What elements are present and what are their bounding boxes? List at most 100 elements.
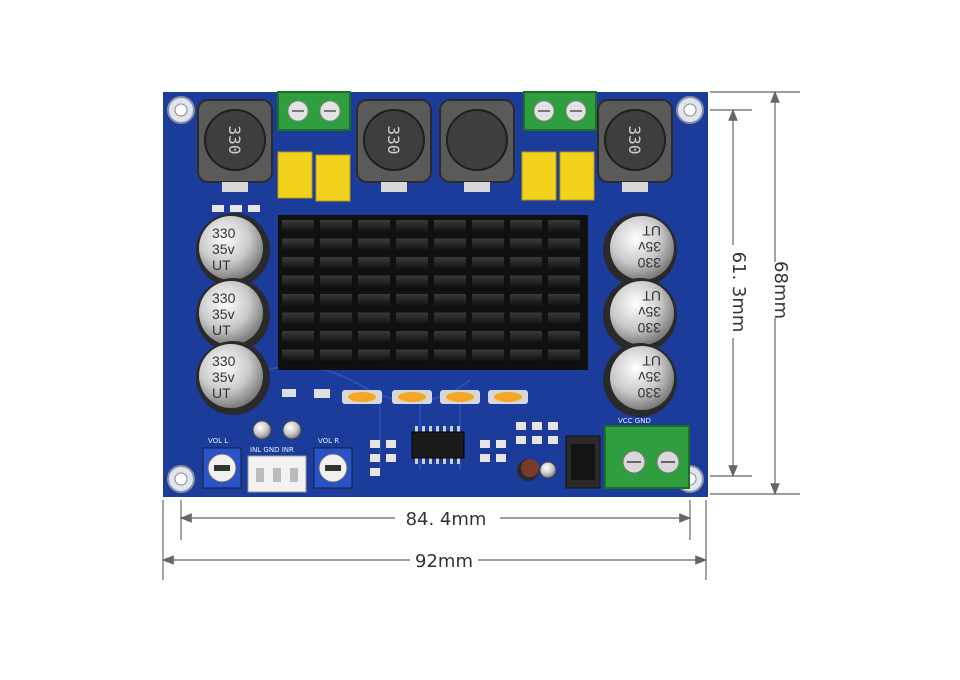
ic-pin (443, 458, 446, 464)
heatsink-fin (510, 238, 542, 252)
svg-text:UT: UT (642, 288, 661, 304)
heatsink-fin (320, 349, 352, 363)
heatsink-fin (358, 312, 390, 326)
speaker-terminal-left (277, 91, 351, 131)
heatsink-fin (510, 349, 542, 363)
heatsink-fin (472, 312, 504, 326)
heatsink-fin (472, 349, 504, 363)
heatsink-fin (434, 331, 466, 345)
inductor-marking: 330 (225, 126, 244, 155)
heatsink-fin (548, 220, 580, 234)
svg-text:UT: UT (642, 353, 661, 369)
heatsink (278, 215, 588, 370)
label-input-header: INL GND INR (250, 446, 294, 454)
capacitor-left-3: 330 35v UT (196, 341, 270, 415)
heatsink-fin (472, 275, 504, 289)
heatsink-fin (320, 220, 352, 234)
mounting-hole-bottom-left (167, 465, 195, 493)
small-capacitor (252, 420, 557, 481)
heatsink-fin (434, 257, 466, 271)
heatsink-fin (320, 238, 352, 252)
heatsink-fin (434, 349, 466, 363)
ic-pin (450, 426, 453, 432)
heatsink-fin (548, 312, 580, 326)
heatsink-fin (548, 349, 580, 363)
svg-text:35v: 35v (638, 304, 661, 320)
audio-input-header[interactable] (247, 455, 307, 493)
heatsink-fin (472, 220, 504, 234)
svg-text:UT: UT (212, 385, 231, 401)
heatsink-fin (358, 349, 390, 363)
regulator (565, 435, 601, 489)
power-terminal[interactable] (604, 425, 690, 489)
ic-pin (457, 426, 460, 432)
dim-board-height: 68mm (770, 261, 791, 319)
ic-pin (415, 458, 418, 464)
speaker-terminal-right (523, 91, 597, 131)
dimension-annotations (161, 90, 800, 580)
heatsink-fin (510, 331, 542, 345)
smd-passives (212, 205, 558, 476)
heatsink-fin (282, 220, 314, 234)
inductor-center-right (439, 99, 515, 192)
heatsink-fin (548, 257, 580, 271)
ic-pin (422, 458, 425, 464)
heatsink-fin (472, 294, 504, 308)
heatsink-fin (320, 312, 352, 326)
heatsink-fin (472, 238, 504, 252)
heatsink-fin (396, 257, 428, 271)
label-power: VCC GND (618, 417, 651, 425)
label-vol-left: VOL L (208, 437, 228, 445)
pcb-board: 330 330 330 (163, 91, 708, 497)
heatsink-fin (434, 220, 466, 234)
svg-text:330: 330 (212, 290, 236, 306)
heatsink-fin (472, 331, 504, 345)
label-vol-right: VOL R (318, 437, 339, 445)
inductor-right: 330 (597, 99, 673, 192)
svg-text:330: 330 (637, 320, 661, 336)
heatsink-fin (434, 238, 466, 252)
heatsink-fin (472, 257, 504, 271)
ic-pin (457, 458, 460, 464)
heatsink-fin (510, 312, 542, 326)
svg-text:35v: 35v (212, 369, 235, 385)
heatsink-fin (282, 349, 314, 363)
heatsink-fin (548, 275, 580, 289)
svg-text:330: 330 (212, 225, 236, 241)
mounting-hole-top-left (167, 96, 195, 124)
smd-row (282, 389, 528, 404)
svg-text:330: 330 (637, 385, 661, 401)
film-capacitor (277, 151, 313, 199)
heatsink-fin (396, 331, 428, 345)
volume-pot-left[interactable] (202, 447, 242, 489)
heatsink-fin (434, 294, 466, 308)
film-capacitor (521, 151, 557, 201)
capacitor-right-2: 330 35v UT (603, 278, 677, 352)
heatsink-fin (510, 275, 542, 289)
svg-text:330: 330 (637, 255, 661, 271)
heatsink-fin (510, 294, 542, 308)
capacitor-left-1: 330 35v UT (196, 213, 270, 287)
heatsink-fin (396, 275, 428, 289)
heatsink-fin (548, 238, 580, 252)
heatsink-fin (282, 238, 314, 252)
heatsink-fin (548, 331, 580, 345)
svg-text:UT: UT (212, 257, 231, 273)
heatsink-fin (396, 238, 428, 252)
svg-text:35v: 35v (638, 239, 661, 255)
volume-pot-right[interactable] (313, 447, 353, 489)
heatsink-fin (396, 220, 428, 234)
heatsink-fin (548, 294, 580, 308)
heatsink-fin (358, 238, 390, 252)
svg-text:35v: 35v (638, 369, 661, 385)
heatsink-fin (358, 275, 390, 289)
inductor-left: 330 (197, 99, 273, 192)
heatsink-fin (320, 294, 352, 308)
ic-pin (429, 458, 432, 464)
heatsink-fin (358, 294, 390, 308)
ic-pin (422, 426, 425, 432)
heatsink-fin (358, 220, 390, 234)
heatsink-fin (510, 220, 542, 234)
heatsink-fin (434, 275, 466, 289)
